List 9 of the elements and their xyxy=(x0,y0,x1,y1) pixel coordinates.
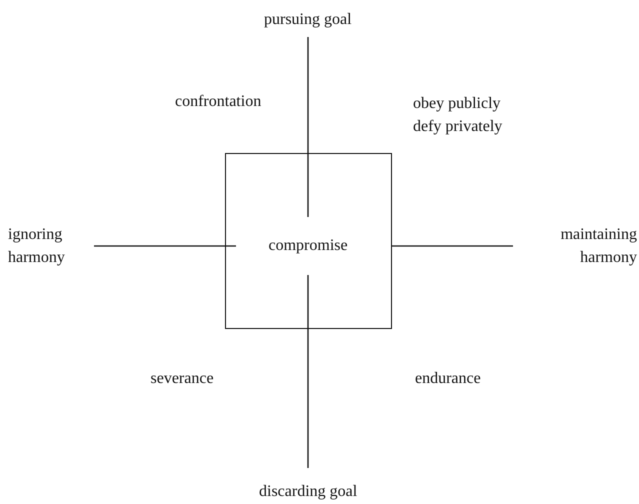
quadrant-label: obey publicly defy privately xyxy=(413,94,504,137)
axis-label: ignoring harmony xyxy=(8,225,66,268)
axis-label: pursuing goal xyxy=(264,10,352,30)
quadrant-box xyxy=(225,153,392,329)
quadrant-label: severance xyxy=(150,369,214,389)
quadrant-label: confrontation xyxy=(175,92,262,112)
quadrant-label: endurance xyxy=(415,369,481,389)
axis-label: discarding goal xyxy=(259,482,358,502)
axis-label: maintaining harmony xyxy=(560,225,637,268)
